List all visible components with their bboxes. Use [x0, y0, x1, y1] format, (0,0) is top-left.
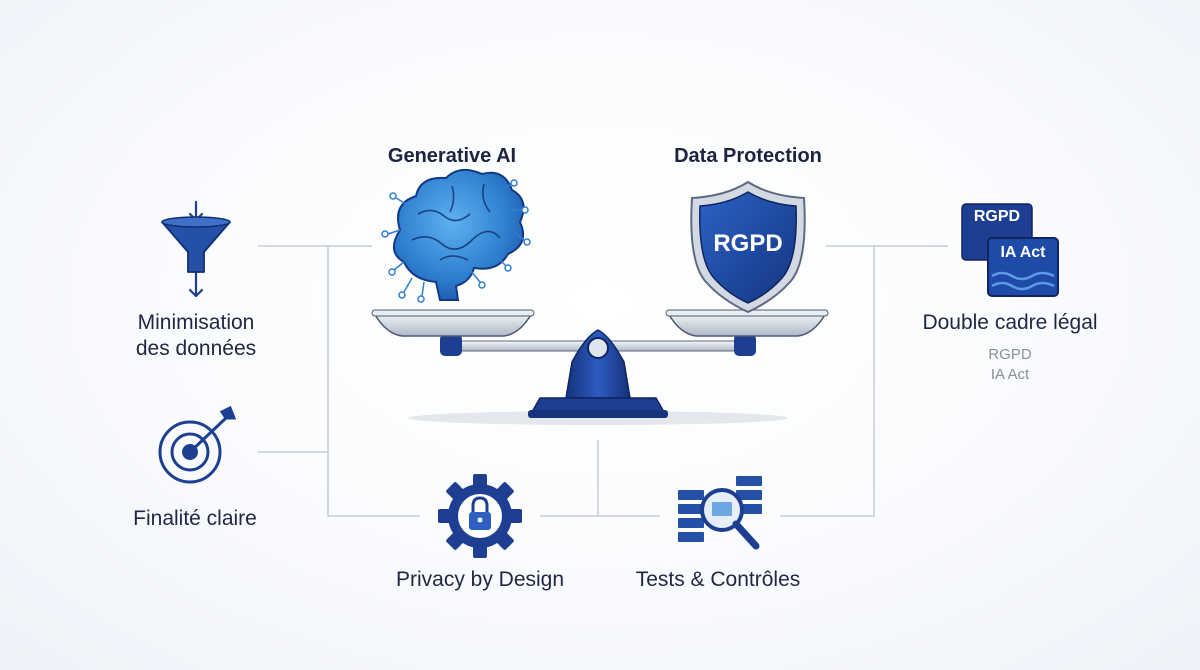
tests-controles-label: Tests & Contrôles	[635, 568, 801, 591]
shield-label: RGPD	[713, 230, 783, 257]
double-cadre-sub-iaact: IA Act	[990, 366, 1030, 383]
double-cadre-legal-label: Double cadre légal	[922, 311, 1098, 334]
title-data-protection: Data Protection	[674, 145, 822, 167]
minimisation-label: Minimisation des données	[135, 311, 257, 360]
double-cadre-sub-rgpd: RGPD	[988, 346, 1032, 363]
privacy-by-design-label: Privacy by Design	[395, 568, 565, 591]
legal-card-back-label: RGPD	[973, 208, 1021, 225]
title-generative-ai: Generative AI	[387, 145, 517, 167]
legal-card-front-label: IA Act	[1000, 244, 1046, 261]
finalite-label: Finalité claire	[133, 507, 257, 530]
